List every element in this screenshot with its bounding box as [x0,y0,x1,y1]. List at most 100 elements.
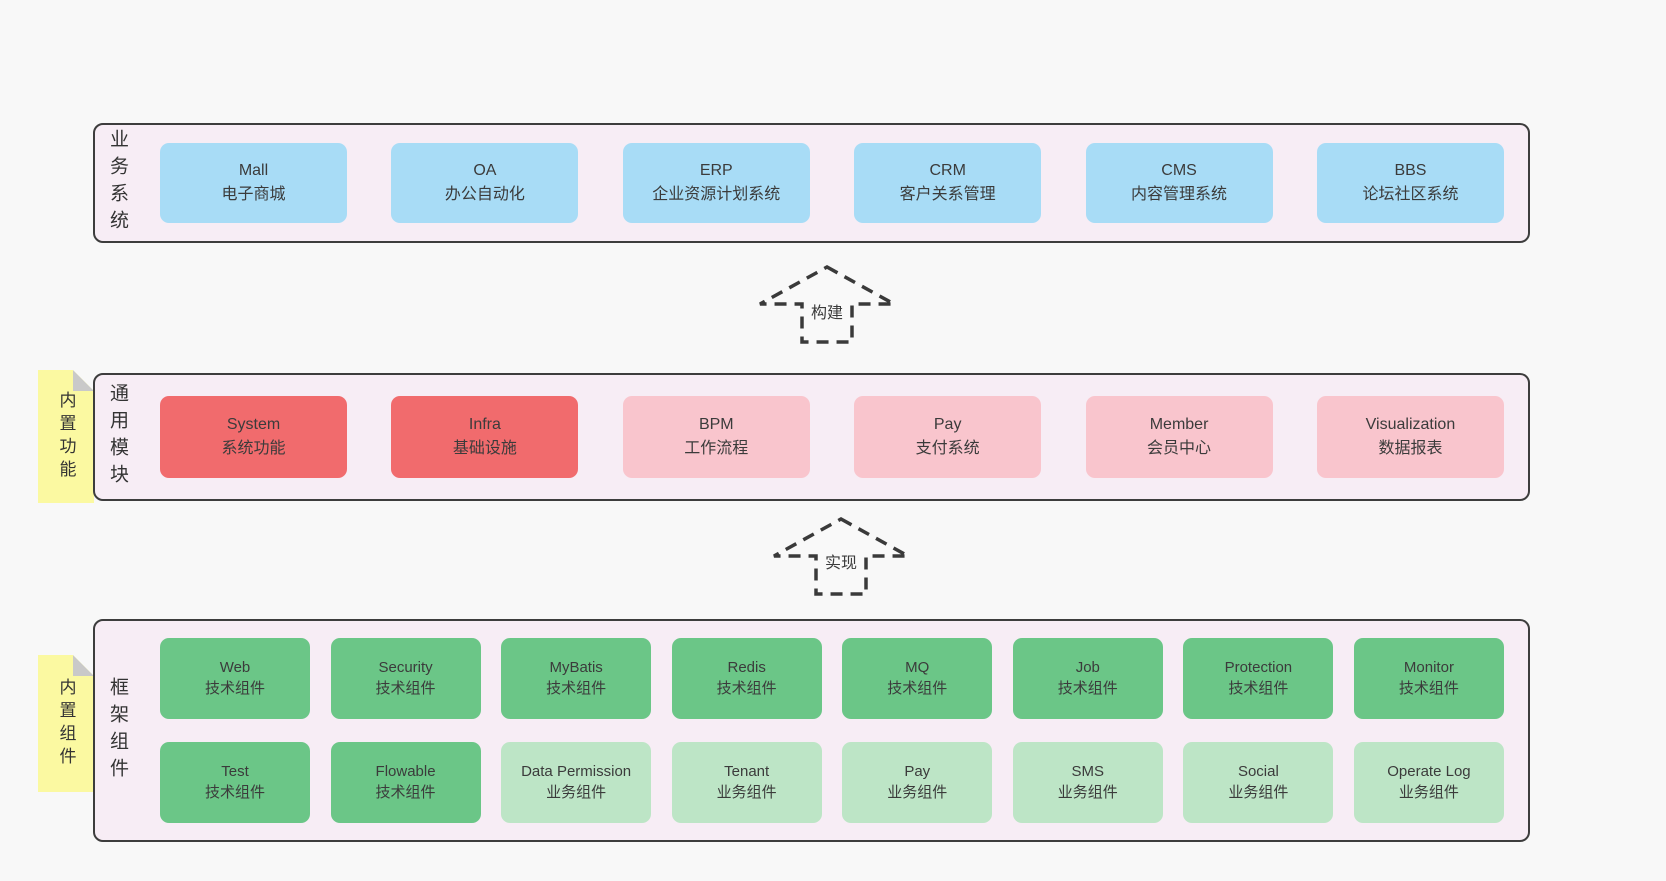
band-title: 通用模块 [107,383,128,491]
node-sms: SMS 业务组件 [1012,742,1163,823]
node-title: CMS [1161,162,1197,179]
node-subtitle: 业务组件 [1228,783,1289,801]
node-system: System 系统功能 [160,396,347,478]
node-security: Security 技术组件 [330,638,481,719]
node-subtitle: 技术组件 [546,679,607,697]
sticky-built-in-features: 内置功能 [38,370,94,503]
node-mq: MQ 技术组件 [842,638,993,719]
sticky-label: 内置功能 [56,390,76,483]
arrow-implement: 实现 [771,514,911,598]
folded-corner-icon [73,655,94,676]
node-subtitle: 技术组件 [1228,679,1289,697]
node-title: Tenant [724,763,770,781]
node-bpm: BPM 工作流程 [622,396,810,478]
sticky-built-in-components: 内置组件 [38,655,94,792]
node-title: ERP [699,162,733,179]
band-business-systems: 业务系统 Mall 电子商城 OA 办公自动化 ERP 企业资源计划系统 CRM… [93,123,1530,243]
node-job: Job 技术组件 [1012,638,1163,719]
node-title: Protection [1224,659,1293,677]
node-monitor: Monitor 技术组件 [1353,638,1504,719]
node-subtitle: 技术组件 [375,783,436,801]
node-cms: CMS 内容管理系统 [1085,143,1273,223]
node-subtitle: 业务组件 [716,783,777,801]
node-subtitle: 支付系统 [915,440,980,457]
node-subtitle: 业务组件 [1057,783,1118,801]
framework-row-2: Test 技术组件 Flowable 技术组件 Data Permission … [160,742,1504,823]
node-title: Web [219,659,251,677]
node-test: Test 技术组件 [160,742,310,823]
node-title: Infra [468,416,501,433]
node-title: Job [1075,659,1100,677]
node-member: Member 会员中心 [1085,396,1273,478]
node-subtitle: 技术组件 [887,679,948,697]
common-modules-boxes: System 系统功能 Infra 基础设施 BPM 工作流程 Pay 支付系统… [142,375,1528,499]
node-title: OA [473,162,497,179]
node-subtitle: 技术组件 [1398,679,1459,697]
band-label-business-systems: 业务系统 [107,125,142,241]
node-mall: Mall 电子商城 [160,143,347,223]
node-subtitle: 客户关系管理 [899,186,996,203]
framework-components-grid: Web 技术组件 Security 技术组件 MyBatis 技术组件 Redi… [142,621,1528,840]
arrow-implement-label: 实现 [820,548,862,574]
node-subtitle: 企业资源计划系统 [652,186,781,203]
folded-corner-icon [73,370,94,391]
node-bbs: BBS 论坛社区系统 [1316,143,1504,223]
arrow-build: 构建 [757,264,897,344]
node-subtitle: 技术组件 [204,783,265,801]
node-data-permission: Data Permission 业务组件 [501,742,652,823]
node-title: SMS [1071,763,1105,781]
node-subtitle: 工作流程 [684,440,749,457]
node-redis: Redis 技术组件 [671,638,822,719]
node-title: Flowable [375,763,436,781]
node-title: Visualization [1365,416,1456,433]
node-title: Data Permission [521,763,632,781]
band-label-framework-components: 框架组件 [107,621,142,840]
node-oa: OA 办公自动化 [391,143,579,223]
node-subtitle: 数据报表 [1378,440,1443,457]
band-common-modules: 通用模块 System 系统功能 Infra 基础设施 BPM 工作流程 Pay… [93,373,1530,501]
node-subtitle: 电子商城 [221,186,286,203]
node-mybatis: MyBatis 技术组件 [501,638,652,719]
band-label-common-modules: 通用模块 [107,375,142,499]
framework-row-1: Web 技术组件 Security 技术组件 MyBatis 技术组件 Redi… [160,638,1504,719]
node-title: BPM [698,416,734,433]
band-title: 框架组件 [107,676,128,785]
node-social: Social 业务组件 [1183,742,1334,823]
node-subtitle: 论坛社区系统 [1362,186,1459,203]
node-title: System [226,416,281,433]
sticky-label: 内置组件 [56,677,76,770]
node-subtitle: 技术组件 [1057,679,1118,697]
node-flowable: Flowable 技术组件 [330,742,481,823]
node-subtitle: 技术组件 [716,679,777,697]
node-tenant: Tenant 业务组件 [671,742,822,823]
node-title: Security [378,659,433,677]
node-title: Pay [904,763,931,781]
band-title: 业务系统 [107,129,128,237]
node-title: MyBatis [549,659,603,677]
node-visualization: Visualization 数据报表 [1316,396,1504,478]
node-title: BBS [1394,162,1427,179]
node-subtitle: 办公自动化 [444,186,525,203]
node-subtitle: 技术组件 [375,679,436,697]
node-subtitle: 业务组件 [1398,783,1459,801]
node-infra: Infra 基础设施 [391,396,579,478]
node-title: MQ [905,659,930,677]
node-subtitle: 内容管理系统 [1131,186,1228,203]
node-protection: Protection 技术组件 [1183,638,1334,719]
node-title: CRM [929,162,966,179]
node-erp: ERP 企业资源计划系统 [622,143,810,223]
node-subtitle: 会员中心 [1147,440,1212,457]
business-systems-boxes: Mall 电子商城 OA 办公自动化 ERP 企业资源计划系统 CRM 客户关系… [142,125,1528,241]
node-subtitle: 技术组件 [204,679,265,697]
node-title: Redis [727,659,766,677]
node-crm: CRM 客户关系管理 [854,143,1042,223]
band-framework-components: 框架组件 Web 技术组件 Security 技术组件 MyBatis 技术组件… [93,619,1530,842]
node-subtitle: 系统功能 [221,440,286,457]
node-pay-component: Pay 业务组件 [842,742,993,823]
node-title: Monitor [1403,659,1454,677]
node-title: Pay [933,416,962,433]
node-title: Operate Log [1387,763,1471,781]
node-subtitle: 业务组件 [887,783,948,801]
node-subtitle: 基础设施 [452,440,517,457]
node-title: Mall [238,162,269,179]
